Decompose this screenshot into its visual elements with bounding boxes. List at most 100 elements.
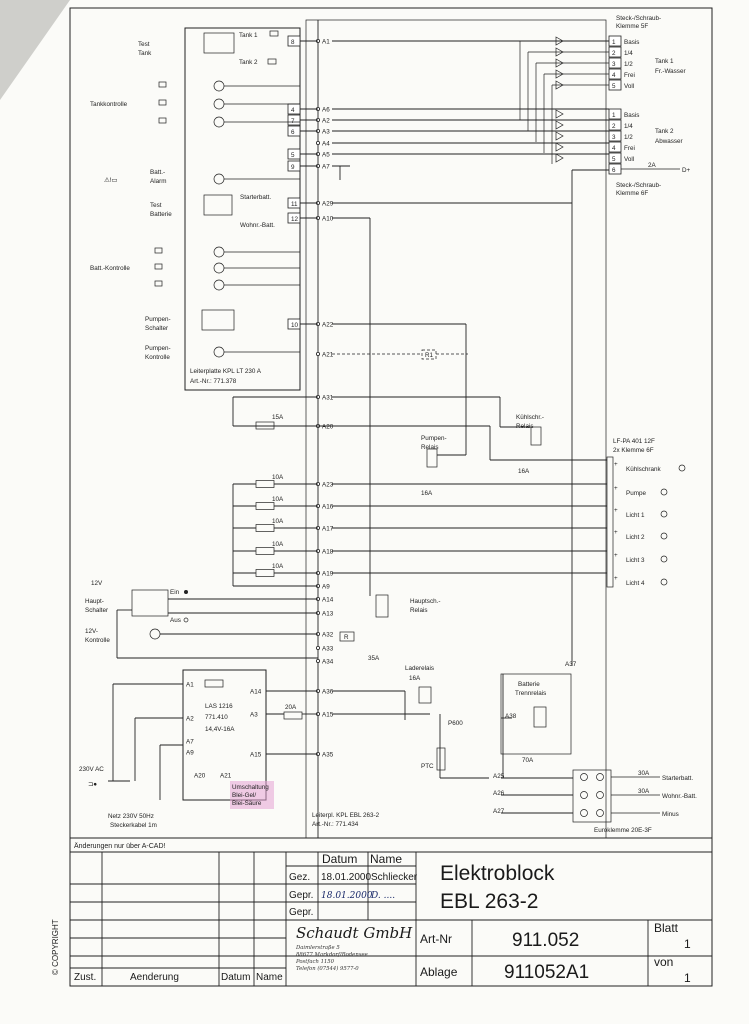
- umschaltung-1: Umschaltung: [232, 784, 269, 791]
- fridge-icon: [678, 464, 686, 472]
- lfpa-plus: +: [614, 575, 618, 582]
- fuse-10a: [255, 480, 275, 488]
- tank-icon: [267, 58, 277, 65]
- klemme-pin-name: 1/4: [624, 123, 633, 130]
- las-pin-label: A15: [250, 752, 262, 759]
- umschaltung-highlight: [230, 781, 274, 809]
- kuehl-relay: [530, 426, 542, 446]
- tank-level-icon: [158, 81, 167, 88]
- tank-level-icon: [158, 99, 167, 106]
- label-pumpen-kontrolle-2: Kontrolle: [145, 354, 170, 361]
- klt-pin-label: 12: [291, 216, 299, 223]
- board-ebl-outline: [305, 19, 607, 839]
- las-spec: 14,4V-16A: [205, 726, 235, 733]
- bus-label: A4: [322, 141, 330, 148]
- euro-output: Minus: [662, 811, 679, 818]
- bus-label: A35: [322, 752, 334, 759]
- label-batt-alarm-2: Alarm: [150, 178, 166, 185]
- euroklemme-name: Euroklemme 20E-3F: [594, 827, 652, 834]
- lfpa-plus: +: [614, 507, 618, 514]
- battery-icon: [154, 247, 163, 254]
- approval-label: Gepr.: [289, 907, 313, 918]
- battery-icon: [154, 280, 163, 287]
- fuse-10a-label: 10A: [272, 563, 284, 570]
- klt-pin-label: 7: [291, 118, 295, 125]
- label-tank: Tank: [138, 50, 152, 57]
- led-icon: [213, 346, 225, 358]
- haupt-volt: 12V: [91, 580, 103, 587]
- label-starterbatt: Starterbatt.: [240, 194, 271, 201]
- led-icon: [213, 246, 225, 258]
- fuse-10a-label: 10A: [272, 541, 284, 548]
- bus-label: A36: [322, 689, 334, 696]
- haupt-relay-label-2: Relais: [410, 607, 428, 614]
- klemme-pin: [608, 119, 622, 131]
- pumpen-relay-label-1: Pumpen-: [421, 435, 447, 442]
- las-art: 771.410: [205, 714, 228, 721]
- euro-output: Wohnr.-Batt.: [662, 793, 697, 800]
- rev-aenderung: Aenderung: [130, 972, 179, 983]
- bus-label: A10: [322, 216, 334, 223]
- bus-label: A5: [322, 152, 330, 159]
- lfpa-title-2: 2x Klemme 6F: [613, 447, 654, 454]
- bus-label: A22: [322, 322, 334, 329]
- haupt-relay-rating: 35A: [368, 655, 380, 662]
- kuehl-relay-label-2: Relais: [516, 423, 534, 430]
- las-box: [182, 669, 267, 801]
- diode-icon: [555, 120, 564, 130]
- klemme-pin-label: 6: [612, 167, 616, 174]
- fuse-main-label: 15A: [272, 414, 284, 421]
- board-klt: [184, 27, 301, 391]
- klemme-pin-label: 4: [612, 72, 616, 79]
- bus-label: A6: [322, 107, 330, 114]
- d-plus: D+: [682, 167, 691, 174]
- col-name: Name: [370, 852, 402, 866]
- klemme-pin-name: 1/4: [624, 50, 633, 57]
- led-icon: [213, 279, 225, 291]
- address-line: 88677 Markdorf/Bodensee: [296, 952, 368, 958]
- batt-trenn-label-1: Batterie: [518, 681, 540, 688]
- von: 1: [684, 971, 691, 985]
- right-a-label: A26: [493, 790, 505, 797]
- board-klt-name: Leiterplatte KPL LT 230 A: [190, 368, 262, 375]
- diode-icon: [555, 131, 564, 141]
- ptc-label: PTC: [421, 763, 434, 770]
- pumpen-switch: [201, 309, 235, 331]
- alarm-icon: ⚠!▭: [104, 177, 117, 184]
- label-test-batt-1: Test: [150, 202, 162, 209]
- lfpa-plus: +: [614, 461, 618, 468]
- address-line: Postfach 1150: [295, 959, 335, 965]
- pumpen-relay: [426, 448, 438, 468]
- bus-label: A7: [322, 164, 330, 171]
- approval-name: D. ....: [370, 891, 395, 901]
- batt-trenn-rating: 70A: [522, 757, 534, 764]
- tank2-group-1: Tank 2: [655, 128, 674, 135]
- diode-icon: [555, 109, 564, 119]
- fuse-main: [255, 421, 275, 430]
- klt-pin-label: 11: [291, 201, 298, 208]
- ablage: 911052A1: [504, 962, 589, 983]
- pumpen-relay-rating: 16A: [421, 490, 433, 497]
- lfpa-block: [606, 456, 614, 588]
- fuse-10a: [255, 547, 275, 555]
- fuse-10a: [255, 524, 275, 532]
- bus-label: A3: [322, 129, 330, 136]
- klemme-pin-label: 1: [612, 112, 616, 119]
- klt-pin-label: 5: [291, 152, 295, 159]
- label-tank1: Tank 1: [239, 32, 258, 39]
- copyright: © COPYRIGHT: [51, 919, 60, 975]
- col-datum: Datum: [322, 852, 357, 866]
- label-pumpen-kontrolle-1: Pumpen-: [145, 345, 171, 352]
- r1-resistor: [421, 349, 437, 360]
- label-wohnrbatt: Wohnr.-Batt.: [240, 222, 275, 229]
- pumpen-relay-label-2: Relais: [421, 444, 439, 451]
- board-ebl-art: Art.-Nr.: 771.434: [312, 821, 359, 828]
- bus-label: A31: [322, 395, 334, 402]
- haupt-schalter-1: Haupt-: [85, 598, 104, 605]
- haupt-relay-label-1: Hauptsch.-: [410, 598, 440, 605]
- folded-corner: [0, 0, 70, 100]
